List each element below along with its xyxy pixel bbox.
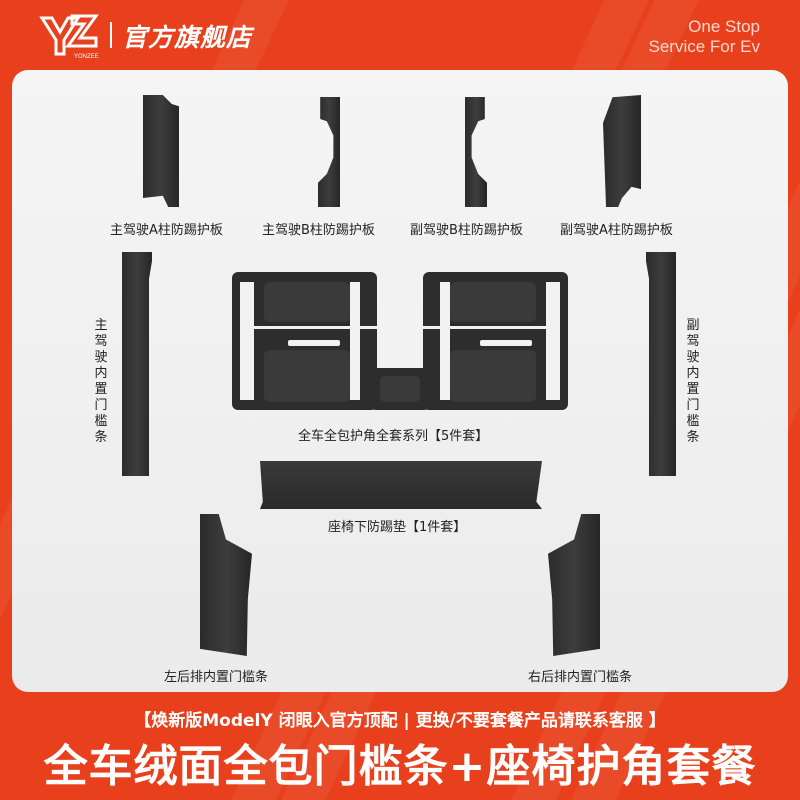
- driver-a-pillar-label: 主驾驶A柱防踢护板: [110, 223, 223, 238]
- store-name: 官方旗舰店: [122, 23, 253, 52]
- driver-inner-sill-label: 主驾驶内置门槛条: [94, 318, 108, 445]
- slogan: One Stop Service For Ev: [649, 17, 760, 57]
- footer-title: 全车绒面全包门槛条+座椅护角套餐: [43, 741, 757, 792]
- passenger-inner-sill-label: 副驾驶内置门槛条: [686, 318, 700, 445]
- slogan-line1: One Stop: [688, 17, 760, 36]
- svg-text:YONZEE: YONZEE: [74, 54, 99, 60]
- under-seat-mat-part: [260, 461, 542, 509]
- header: YONZEE 官方旗舰店 One Stop Service For Ev: [0, 0, 800, 70]
- seat-corner-set-label: 全车全包护角全套系列【5件套】: [298, 429, 489, 444]
- driver-b-pillar-label: 主驾驶B柱防踢护板: [262, 223, 375, 238]
- passenger-inner-sill-part: [646, 252, 676, 476]
- driver-a-pillar-part: [143, 95, 179, 207]
- seat-corner-set-part: [232, 272, 568, 410]
- brand-logo-icon: YONZEE: [39, 14, 99, 60]
- rear-right-sill-label: 右后排内置门槛条: [528, 670, 633, 685]
- under-seat-mat-label: 座椅下防踢垫【1件套】: [328, 520, 467, 535]
- rear-left-sill-label: 左后排内置门槛条: [164, 670, 269, 685]
- footer-subtitle: 【焕新版ModelY 闭眼入官方顶配 | 更换/不要套餐产品请联系客服 】: [134, 711, 666, 731]
- passenger-a-pillar-label: 副驾驶A柱防踢护板: [560, 223, 673, 238]
- slogan-line2: Service For Ev: [648, 37, 760, 56]
- driver-inner-sill-part: [122, 252, 152, 476]
- logo-divider: [110, 22, 112, 48]
- passenger-b-pillar-label: 副驾驶B柱防踢护板: [410, 223, 523, 238]
